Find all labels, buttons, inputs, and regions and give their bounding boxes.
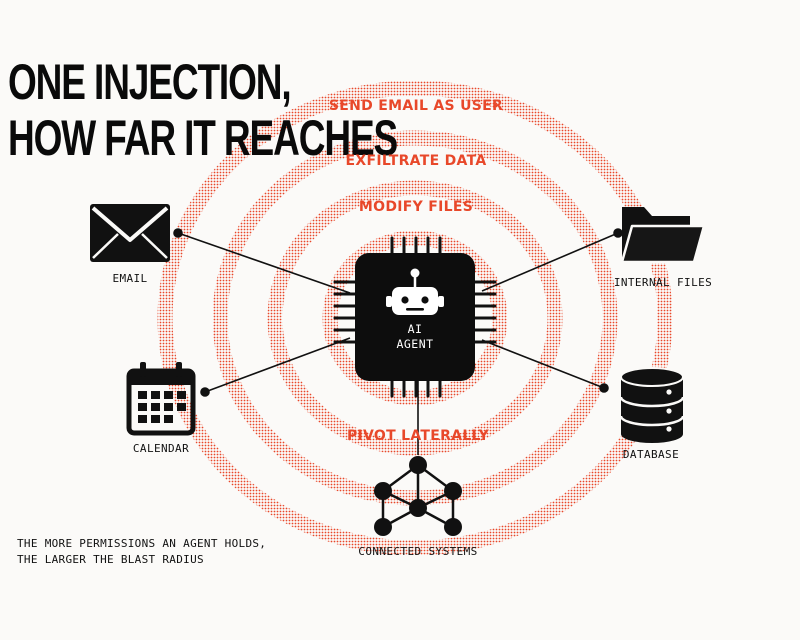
- blast-ring: [212, 130, 618, 506]
- blast-ring: [267, 180, 563, 456]
- label-calendar: CALENDAR: [132, 442, 190, 455]
- database-icon: [619, 367, 685, 443]
- effect-modify-files: MODIFY FILES: [358, 199, 474, 215]
- connector-dot-internal-files: [613, 228, 623, 238]
- connector-dot-email: [173, 228, 183, 238]
- title-line-1: ONE INJECTION,: [8, 54, 292, 110]
- blast-radius-rings: [157, 80, 673, 556]
- connector-calendar: [204, 337, 351, 393]
- label-internal-files: INTERNAL FILES: [613, 276, 713, 289]
- caption-line-2: THE LARGER THE BLAST RADIUS: [17, 553, 204, 566]
- label-email: EMAIL: [112, 272, 148, 285]
- label-connected-systems: CONNECTED SYSTEMS: [358, 545, 478, 558]
- effect-pivot-laterally: PIVOT LATERALLY: [346, 428, 490, 444]
- folder-icon: [620, 207, 706, 264]
- caption: THE MORE PERMISSIONS AN AGENT HOLDS, THE…: [17, 536, 266, 568]
- ai-agent-label-line-2: AGENT: [396, 337, 434, 351]
- connector-dot-database: [599, 383, 609, 393]
- page-title: ONE INJECTION, HOW FAR IT REACHES: [8, 54, 398, 166]
- blast-ring: [157, 80, 673, 556]
- envelope-icon: [90, 204, 170, 262]
- ai-agent-label-line-1: AI: [407, 322, 423, 336]
- effect-send-email: SEND EMAIL AS USER: [328, 98, 504, 114]
- effect-exfiltrate-data: EXFILTRATE DATA: [345, 153, 487, 169]
- robot-chip-icon: [333, 236, 497, 398]
- label-database: DATABASE: [622, 448, 680, 461]
- connector-email: [177, 232, 351, 294]
- connector-database: [481, 339, 605, 389]
- connector-dot-calendar: [200, 387, 210, 397]
- title-line-2: HOW FAR IT REACHES: [8, 110, 398, 166]
- network-icon: [374, 456, 462, 536]
- ai-agent-label: AI AGENT: [396, 322, 433, 352]
- connector-internal-files: [481, 232, 619, 292]
- caption-line-1: THE MORE PERMISSIONS AN AGENT HOLDS,: [17, 537, 267, 550]
- calendar-icon: [126, 362, 196, 436]
